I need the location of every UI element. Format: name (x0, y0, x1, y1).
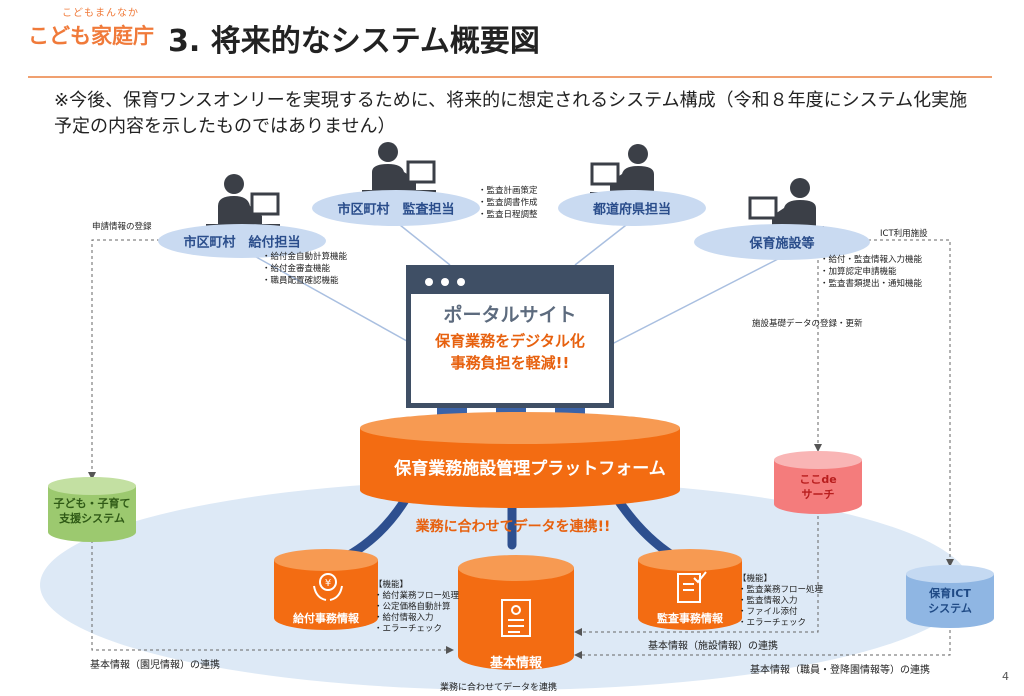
kansa-db-cylinder (638, 549, 742, 630)
title-divider (28, 76, 992, 78)
person-at-computer-icon (206, 174, 280, 228)
application-registration-label: 申請情報の登録 (92, 222, 152, 232)
platform-link-caption: 業務に合わせてデータを連携!! (415, 519, 611, 535)
window-dot (425, 278, 433, 286)
role-audit-label: 市区町村 監査担当 (337, 202, 455, 218)
kyufu-db-cylinder (274, 549, 378, 630)
portal-title: ポータルサイト (443, 304, 577, 326)
platform-cylinder (360, 412, 680, 508)
checklist-icon (677, 571, 707, 603)
kansa-feature-list: 【機能】 ・監査業務フロー処理 ・監査情報入力 ・ファイル添付 ・エラーチェック (738, 574, 824, 628)
audit-feature-notes: ・監査計画策定 ・監査調書作成 ・監査日程調整 (478, 186, 538, 220)
logo-agency: こども家庭庁 (28, 24, 154, 48)
role-prefecture-label: 都道府県担当 (592, 202, 671, 218)
window-dot (441, 278, 449, 286)
person-at-computer-icon (362, 142, 436, 194)
svg-text:¥: ¥ (325, 578, 331, 589)
logo-tagline: こどもまんなか (62, 8, 139, 19)
payment-feature-notes: ・給付金自動計算機能 ・給付金審査機能 ・職員配置確認機能 (262, 252, 348, 286)
page-number: 4 (1002, 670, 1009, 683)
ict-use-label: ICT利用施設 (880, 229, 928, 239)
kokode-search-cylinder (774, 451, 862, 514)
role-childcare-facility: 保育施設等 (694, 224, 870, 260)
kodomo-system-cylinder (48, 477, 136, 542)
link-children-label: 基本情報（園児情報）の連携 (90, 660, 220, 671)
facility-registration-label: 施設基礎データの登録・更新 (752, 319, 863, 329)
portal-line-2: 事務負担を軽減!! (450, 354, 570, 372)
role-payment-label: 市区町村 給付担当 (183, 235, 301, 251)
kihon-db-label: 基本情報 (489, 656, 542, 671)
kyufu-db-label: 給付事務情報 (293, 612, 359, 625)
ict-system-cylinder (906, 565, 994, 628)
ict-system-label: 保育ICT システム (928, 587, 972, 615)
facility-feature-notes: ・給付・監査情報入力機能 ・加算認定申請機能 ・監査書類提出・通知機能 (820, 255, 923, 289)
window-dot (457, 278, 465, 286)
portal-line-1: 保育業務をデジタル化 (435, 332, 585, 350)
page-title: 3. 将来的なシステム概要図 (168, 24, 540, 59)
role-facility-label: 保育施設等 (749, 236, 815, 252)
kodomo-system-label: 子ども・子育て 支援システム (53, 497, 131, 525)
kyufu-feature-list: 【機能】 ・給付業務フロー処理 ・公定価格自動計算 ・給付情報入力 ・エラーチェ… (374, 580, 460, 634)
document-icon (501, 599, 531, 637)
link-business-label: 業務に合わせてデータを連携 (440, 683, 558, 693)
kansa-db-label: 監査事務情報 (657, 612, 723, 625)
yen-hands-icon: ¥ (313, 573, 343, 601)
role-audit-officer: 市区町村 監査担当 (312, 190, 480, 226)
portal-site-window: ポータルサイト 保育業務をデジタル化 事務負担を軽減!! (406, 265, 614, 408)
kokode-search-label: ここde サーチ (799, 473, 837, 501)
platform-title: 保育業務施設管理プラットフォーム (394, 459, 666, 479)
link-facility-label: 基本情報（施設情報）の連携 (648, 641, 778, 652)
page-subtitle: ※今後、保育ワンスオンリーを実現するために、将来的に想定されるシステム構成（令和… (54, 90, 968, 137)
role-prefecture: 都道府県担当 (558, 190, 706, 226)
link-staff-label: 基本情報（職員・登降園情報等）の連携 (750, 665, 930, 676)
role-payment-officer: 市区町村 給付担当 (158, 224, 326, 258)
